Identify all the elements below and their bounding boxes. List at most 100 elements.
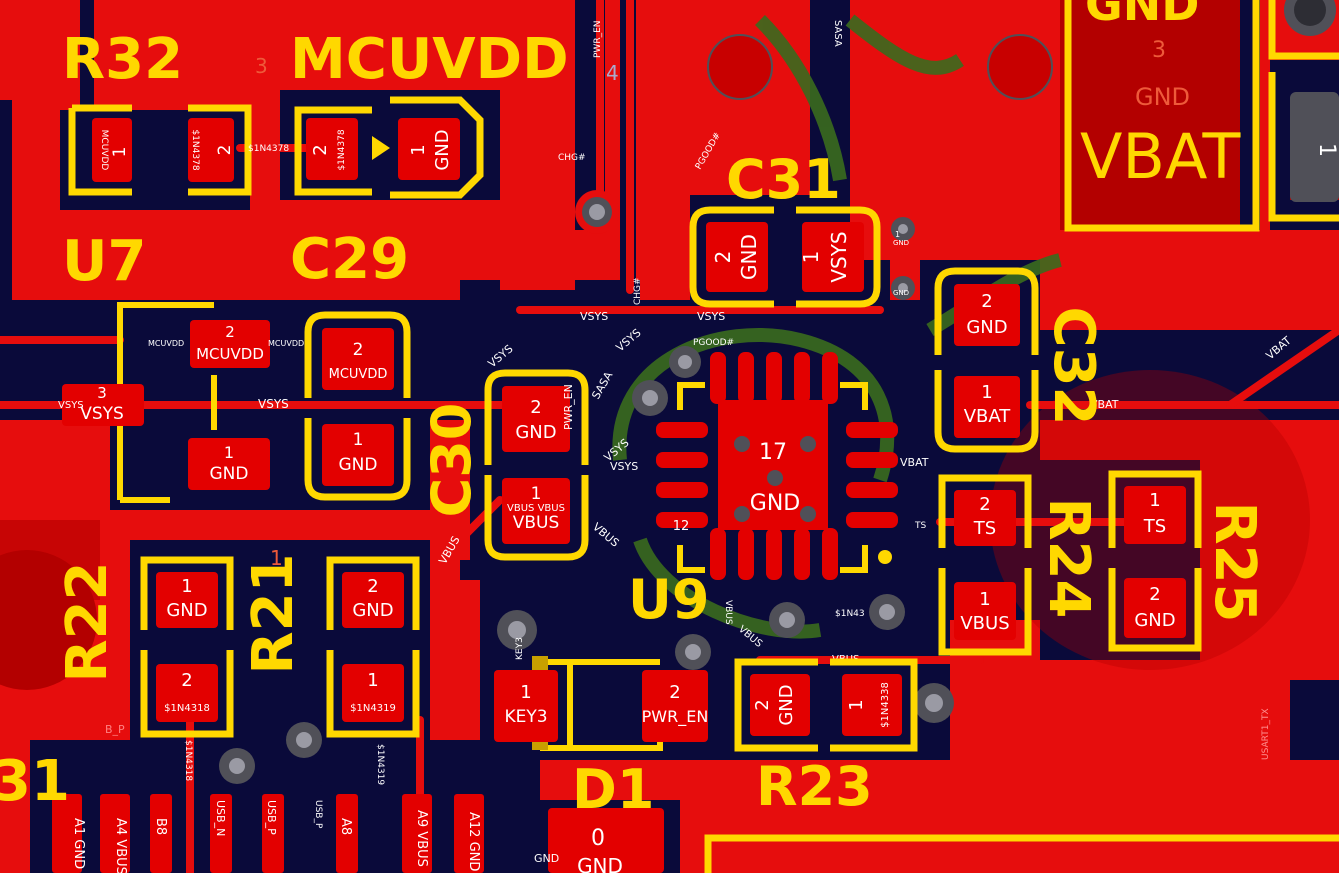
pad-number-3: 3 [255,54,268,78]
c32-footprint[interactable]: 2 GND 1 VBAT [934,267,1039,453]
led-pad-1[interactable] [398,118,460,180]
via [497,610,537,650]
usb-pin-label-3: USB_N [214,800,227,836]
r25-pad-1[interactable] [1124,486,1186,544]
c30-pad-1-num: 1 [531,484,542,504]
r23-pad-2[interactable] [750,674,810,736]
c29-pad-1[interactable] [322,424,394,486]
d1-footprint[interactable]: 1 KEY3 2 PWR_EN [494,656,709,751]
c32-pad-1-net: VBAT [964,406,1012,427]
battery-pad-3-num: 3 [1152,38,1166,63]
u7-pad-3-num: 3 [97,384,107,402]
r32-footprint[interactable]: 1 MCUVDD 2 $1N4378 [68,104,252,196]
c31-pad-2-num: 2 [711,251,735,264]
r21-pad-2-net: GND [352,600,393,621]
r32-pad-1-num: 1 [110,147,130,158]
board-outline-bottom-right [704,834,1339,873]
net-label-vbat-right: VBAT [1090,398,1119,411]
net-label-mcuvdd-a: MCUVDD [148,339,184,348]
c29-refdes: C29 [290,227,409,292]
via [632,380,668,416]
c31-footprint[interactable]: 2 GND 1 VSYS [689,206,881,308]
r23-pad-1[interactable] [842,674,902,736]
d1-pad-1-num: 1 [520,682,531,703]
r32-pad-1[interactable] [92,118,132,182]
c31-pad-1[interactable] [802,222,864,292]
r24-footprint[interactable]: 2 TS 1 VBUS [938,474,1032,656]
c29-footprint[interactable]: 2 MCUVDD 1 GND [304,311,411,501]
r24-pad-2[interactable] [954,490,1016,546]
d1-pad-2-net: PWR_EN [642,707,709,727]
u7-footprint[interactable]: 2 MCUVDD 3 VSYS 1 GND [62,302,270,503]
r24-pad-1[interactable] [954,582,1016,640]
r24-pad-2-net: TS [973,518,996,539]
u7-pad-1-net: GND [210,464,249,484]
via [675,634,711,670]
c30-footprint[interactable]: 2 GND 1 VBUS VBUS VBUS [484,369,589,561]
r22-pad-1-num: 1 [181,576,192,597]
u9-pad-17-num: 17 [759,440,787,465]
via-label-gnd-b: GND [893,289,909,297]
led-pad-2[interactable] [306,118,358,180]
r23-footprint[interactable]: 2 GND 1 $1N4338 [734,658,918,752]
vias [219,0,1336,784]
u9-footprint[interactable]: 17 GND 12 [656,352,898,580]
r25-footprint[interactable]: 1 TS 2 GND [1108,470,1202,652]
b1-refdes: 31 [0,749,70,814]
r22-footprint[interactable]: 1 GND 2 $1N4318 [140,556,234,738]
usb-pin-label-2: B8 [153,818,168,835]
u7-refdes: U7 [62,229,146,294]
r23-pad-2-num: 2 [752,699,773,710]
u7-pad-3-net: VSYS [80,404,124,424]
usb-connector-pads[interactable] [52,794,484,873]
c31-pad-2[interactable] [706,222,768,292]
u7-pad-2[interactable] [190,320,270,368]
c31-pad-1-net: VSYS [827,231,851,282]
via [1284,0,1336,36]
net-label-vsys-left: VSYS [58,400,84,411]
net-label-pgood-u9: PGOOD# [693,338,734,348]
mcuvdd-refdes: MCUVDD [290,27,569,92]
d1-pad-2[interactable] [642,670,708,742]
r22-pad-1[interactable] [156,572,218,628]
via [669,346,701,378]
u7-pad-1[interactable] [188,438,270,490]
pad-number-4: 4 [606,61,619,85]
bottom-gnd-pad[interactable]: 0 GND [548,808,664,873]
c30-pad-1[interactable] [502,478,570,544]
r21-footprint[interactable]: 2 GND 1 $1N4319 [326,556,420,738]
r25-pad-2[interactable] [1124,578,1186,638]
battery-pad-1[interactable] [1290,92,1339,202]
net-label-usb-p: USB_P [313,800,323,829]
net-label-vsys-top2: VSYS [697,310,725,323]
c29-pad-2[interactable] [322,328,394,390]
battery-connector[interactable]: 1 [1064,0,1339,232]
c31-pad-2-net: GND [737,234,761,280]
net-label-n4319: $1N4319 [375,744,385,785]
r22-pad-2[interactable] [156,664,218,722]
net-label-key3: KEY3 [515,637,525,660]
c32-pad-1[interactable] [954,376,1020,438]
r23-pad-1-num: 1 [846,699,867,710]
r25-refdes: R25 [1202,501,1267,622]
r22-pad-1-net: GND [166,600,207,621]
c32-pad-2[interactable] [954,284,1020,346]
r22-refdes: R22 [55,561,120,682]
usb-connector-labels: A1 GND A4 VBUS B8 USB_N USB_P A8 A9 VBUS… [71,800,481,873]
u7-pad-2-net: MCUVDD [196,345,264,363]
battery-pad-1-num: 1 [1314,143,1339,157]
d1-pad-1[interactable] [494,670,558,742]
r32-refdes: R32 [62,27,183,92]
u7-pad-3[interactable] [62,384,144,426]
r32-pad-2[interactable] [188,118,234,182]
r21-pad-1-num: 1 [367,670,378,691]
r21-pad-2[interactable] [342,572,404,628]
net-label-pwr-en-top: PWR_EN [593,21,603,59]
net-label-sasa-top: SASA [832,20,843,47]
r21-pad-1[interactable] [342,664,404,722]
r23-refdes: R23 [756,755,873,818]
led-mcuvdd-footprint[interactable]: 2 $1N4378 1 GND [294,96,484,199]
c30-pad-2[interactable] [502,386,570,452]
battery-pad-3-net: GND [1135,83,1190,111]
